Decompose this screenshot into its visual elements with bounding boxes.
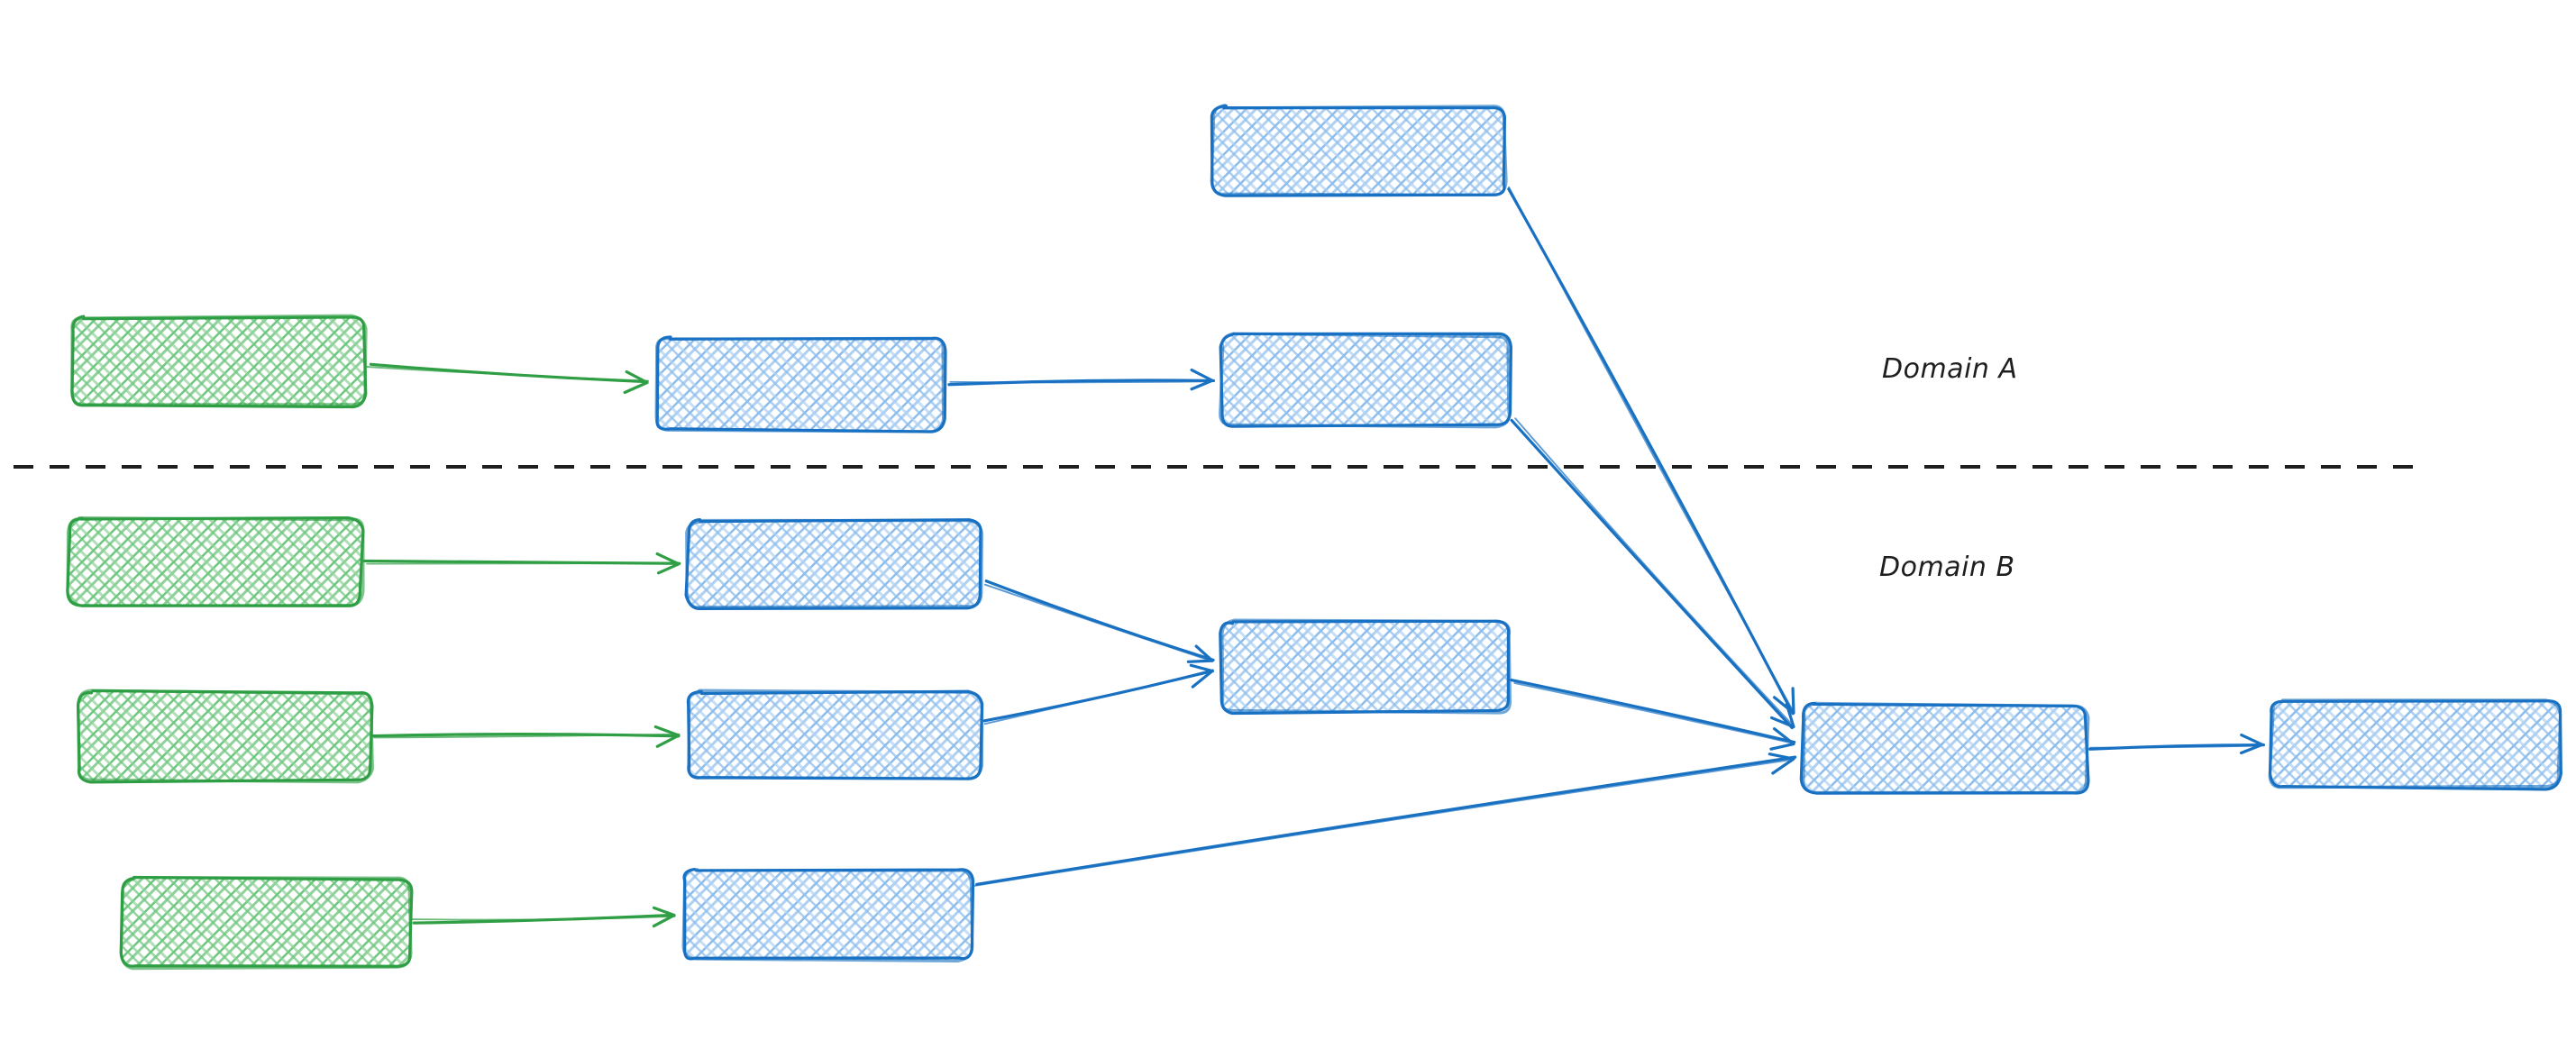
diagram-node[interactable] [1219,332,1512,429]
diagram-edge[interactable] [983,579,1215,663]
domain-a-label: Domain A [1882,353,2018,385]
diagram-node[interactable] [686,689,984,780]
diagram-node[interactable] [1799,701,2090,795]
diagram-node[interactable] [684,518,983,610]
diagram-edge[interactable] [1510,417,1795,730]
edges-layer [362,186,2266,928]
diagram-node[interactable] [2268,698,2562,791]
diagram-node[interactable] [1210,104,1508,197]
diagram-edge[interactable] [972,753,1797,888]
diagram-edge[interactable] [410,906,676,928]
diagram-edge[interactable] [365,362,649,395]
diagram-node[interactable] [1219,618,1512,716]
diagram-edge[interactable] [362,552,681,575]
nodes-layer [66,104,2562,971]
diagram-node[interactable] [654,335,947,433]
domain-b-label: Domain B [1879,552,2015,583]
diagram-node[interactable] [66,515,365,607]
diagram-edge[interactable] [371,725,681,748]
diagram-node[interactable] [76,689,374,784]
diagram-edge[interactable] [982,663,1215,725]
diagram-node[interactable] [681,868,975,963]
diagram-edge[interactable] [2088,733,2266,755]
diagram-node[interactable] [119,875,414,971]
diagram-node[interactable] [70,314,368,409]
diagram-edge[interactable] [947,368,1216,391]
diagram-edge[interactable] [1507,186,1795,716]
diagram-edge[interactable] [1510,679,1796,751]
